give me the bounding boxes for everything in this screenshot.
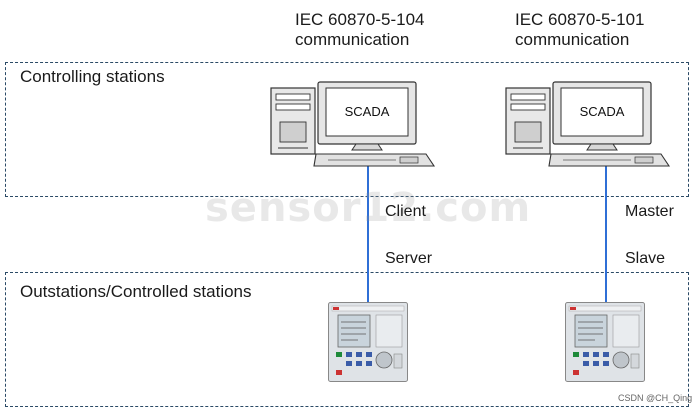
protocol-104-heading: IEC 60870-5-104 communication (295, 10, 424, 50)
role-server-label: Server (385, 250, 433, 267)
monitor-icon: SCADA (317, 81, 417, 151)
link-line-101 (605, 165, 607, 303)
outstations-zone (5, 272, 689, 407)
scada-left-label: SCADA (345, 104, 390, 119)
watermark-text: sensor12.com (205, 185, 532, 231)
computer-tower-icon (505, 87, 551, 155)
relay-device-left (328, 302, 408, 382)
scada-workstation-left: SCADA (270, 81, 436, 167)
keyboard-icon (548, 153, 671, 167)
credit-text: CSDN @CH_Qing (618, 393, 693, 403)
display-screen-icon (574, 314, 608, 348)
protocol-104-line2: communication (295, 30, 410, 49)
role-master-label: Master (625, 203, 674, 220)
keyboard-icon (313, 153, 436, 167)
scada-workstation-right: SCADA (505, 81, 671, 167)
display-screen-icon (337, 314, 371, 348)
protocol-101-line1: IEC 60870-5-101 (515, 10, 645, 29)
nav-dial-icon (612, 351, 630, 369)
protocol-101-heading: IEC 60870-5-101 communication (515, 10, 644, 50)
scada-right-label: SCADA (580, 104, 625, 119)
monitor-icon: SCADA (552, 81, 652, 151)
outstations-label: Outstations/Controlled stations (20, 282, 252, 301)
protocol-101-line2: communication (515, 30, 630, 49)
computer-tower-icon (270, 87, 316, 155)
protocol-104-line1: IEC 60870-5-104 (295, 10, 425, 29)
role-client-label: Client (385, 203, 426, 220)
controlling-stations-zone (5, 62, 689, 197)
nav-dial-icon (375, 351, 393, 369)
role-slave-label: Slave (625, 250, 666, 267)
controlling-stations-label: Controlling stations (20, 67, 165, 86)
relay-device-right (565, 302, 645, 382)
link-line-104 (367, 165, 369, 303)
